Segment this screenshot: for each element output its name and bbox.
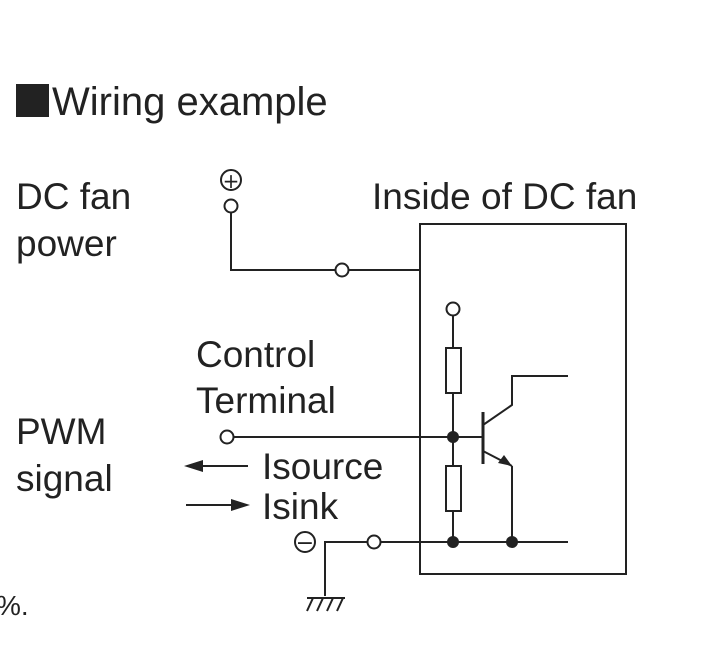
transistor-collector [482, 375, 568, 426]
ground-junction-dot-right [506, 536, 518, 548]
control-junction-dot [447, 431, 459, 443]
fan-housing-box [419, 223, 627, 575]
transistor-emitter-arrowhead [498, 455, 512, 466]
title-text: Wiring example [52, 80, 328, 124]
plus-sign-text: + [223, 169, 240, 193]
isource-label: Isource [262, 446, 384, 487]
dc-fan-power-label-line2: power [16, 223, 117, 264]
isource-arrowhead [184, 460, 203, 472]
isink-label: Isink [262, 486, 339, 527]
lower-resistor [445, 465, 462, 512]
minus-terminal-symbol [294, 531, 316, 553]
control-terminal-node [219, 429, 235, 445]
plus-terminal-node [223, 198, 239, 214]
minus-sign-text: − [296, 531, 314, 556]
pwm-signal-label-line1: PWM [16, 411, 107, 452]
title-square-icon [16, 84, 49, 117]
plus-terminal-symbol [220, 169, 242, 191]
internal-supply-node [445, 301, 461, 317]
isink-arrowhead [231, 499, 250, 511]
power-connector-node [334, 262, 350, 278]
ground-connector-node [366, 534, 382, 550]
inside-of-dc-fan-label: Inside of DC fan [372, 176, 638, 217]
control-terminal-label-line2: Terminal [196, 380, 336, 421]
edge-fragment-text: %. [0, 590, 29, 621]
dc-fan-power-label-line1: DC fan [16, 176, 132, 217]
pwm-signal-label-line2: signal [16, 458, 113, 499]
ground-junction-dot-left [447, 536, 459, 548]
ground-wire [324, 541, 367, 596]
power-wire [230, 213, 335, 271]
upper-resistor [445, 347, 462, 394]
diagram-title: Wiring example [16, 82, 328, 122]
control-terminal-label-line1: Control [196, 334, 316, 375]
ground-symbol-hatch [306, 597, 344, 612]
